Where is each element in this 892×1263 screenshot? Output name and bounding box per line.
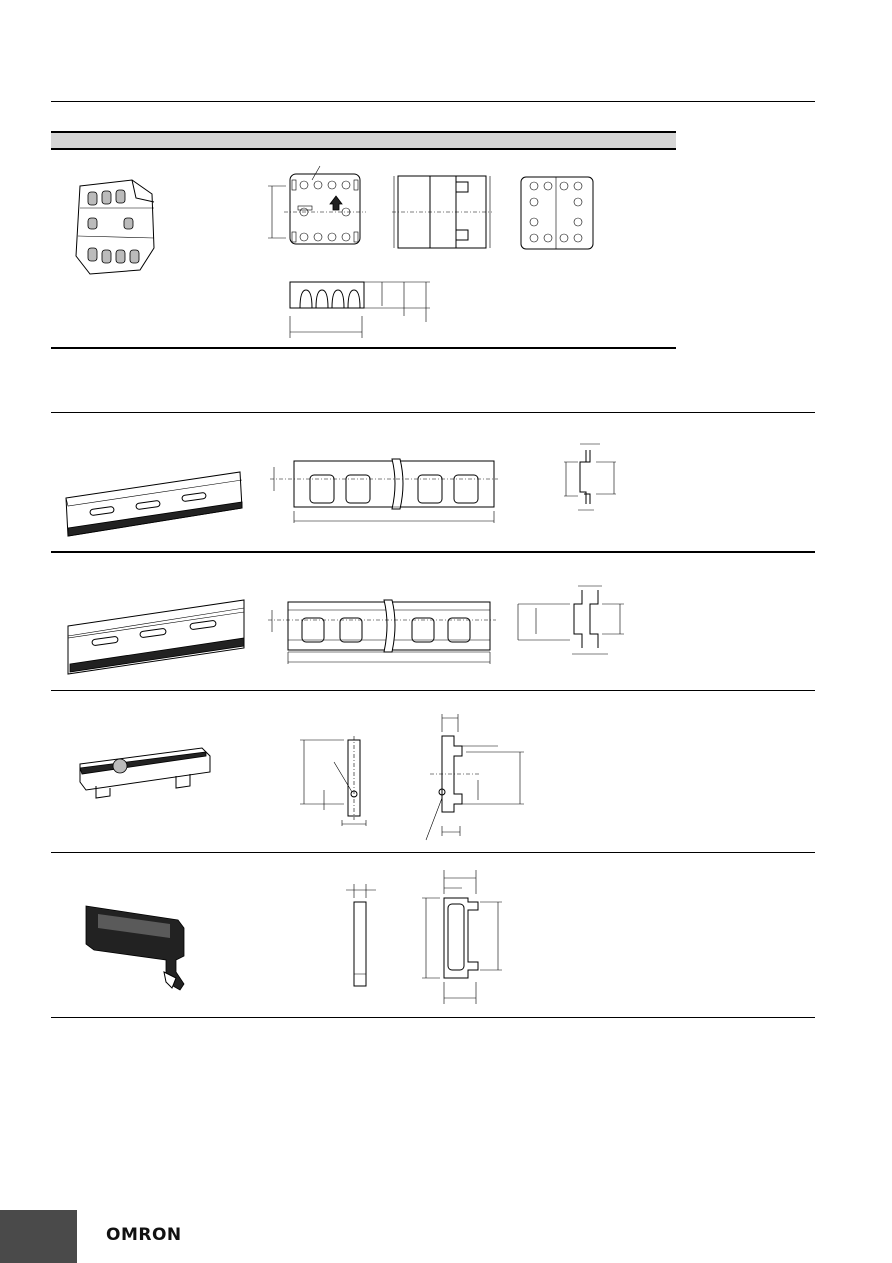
footer-page-tab [0,1210,77,1263]
section-divider [51,1017,815,1018]
end-plate-icon [79,747,211,799]
spacer-front-drawing [340,880,380,995]
spacer-side-drawing [416,866,506,1015]
spacer-product-image [80,898,192,1007]
din-rail-product-image [64,468,244,545]
end-plate-side-drawing [420,708,530,851]
din-rail-deep-profile-drawing [512,584,632,665]
omron-logo: OMRON [106,1225,182,1245]
section-divider [51,347,676,349]
din-rail-deep-product-image [62,596,248,683]
end-plate-product-image [76,744,216,809]
socket-side-view-drawing [390,170,500,257]
din-rail-deep-icon [67,599,245,675]
din-rail-deep-front-drawing [266,596,506,671]
socket-front-view-drawing [286,276,436,345]
section-divider [51,690,815,691]
din-rail-icon [65,471,243,537]
din-rail-front-drawing [268,455,508,532]
section-divider [51,852,815,853]
socket-product-image [70,178,160,281]
section-divider [51,412,815,413]
socket-bottom-view-drawing [518,174,598,259]
socket-top-view-drawing [264,165,384,257]
din-rail-profile-drawing [556,440,626,521]
end-plate-front-drawing [298,734,382,835]
socket-product-icon [75,179,155,275]
section-divider [51,551,815,553]
spacer-icon [85,905,185,991]
top-rule [51,101,815,102]
section-header-band [51,131,676,150]
